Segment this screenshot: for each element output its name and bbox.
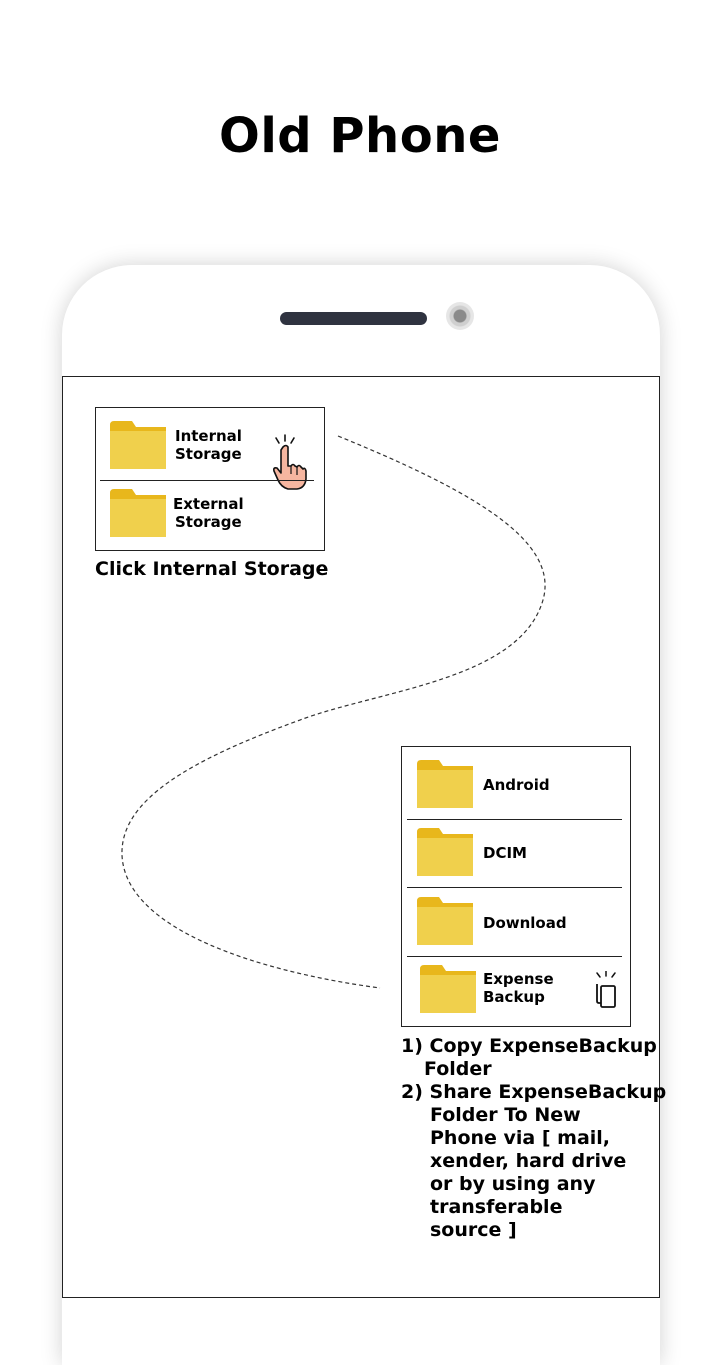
folder-icon bbox=[110, 489, 166, 537]
step2-line1: 2) Share ExpenseBackup bbox=[401, 1081, 667, 1103]
storage-panel: Internal Storage External Storage bbox=[95, 407, 325, 551]
step2-line4: xender, hard drive bbox=[430, 1150, 627, 1172]
phone-speaker bbox=[280, 312, 427, 325]
internal-label-line2: Storage bbox=[175, 445, 242, 463]
folder-divider bbox=[407, 819, 622, 820]
folder-icon bbox=[417, 760, 473, 808]
internal-storage-item[interactable]: Internal Storage bbox=[96, 408, 324, 490]
folder-icon bbox=[417, 897, 473, 945]
hand-pointer-icon bbox=[273, 434, 307, 490]
expense-label-line2: Backup bbox=[483, 988, 545, 1006]
step1-line2: Folder bbox=[424, 1058, 492, 1080]
folder-icon bbox=[110, 421, 166, 469]
expense-label-line1: Expense bbox=[483, 970, 554, 988]
folder-label-dcim: DCIM bbox=[483, 844, 527, 862]
folder-item-expense-backup[interactable]: Expense Backup bbox=[402, 957, 630, 1026]
page-title: Old Phone bbox=[219, 108, 501, 164]
folder-label-android: Android bbox=[483, 776, 550, 794]
step2-line2: Folder To New bbox=[430, 1104, 581, 1126]
folder-item-android[interactable]: Android bbox=[402, 747, 630, 819]
external-storage-item[interactable]: External Storage bbox=[96, 481, 324, 550]
external-label-line1: External bbox=[173, 495, 244, 513]
storage-caption: Click Internal Storage bbox=[95, 558, 329, 580]
step2-line7: source ] bbox=[430, 1219, 517, 1241]
folder-icon bbox=[420, 965, 476, 1013]
folder-item-dcim[interactable]: DCIM bbox=[402, 820, 630, 887]
folder-divider bbox=[407, 956, 622, 957]
folder-icon bbox=[417, 828, 473, 876]
connector-path bbox=[121, 435, 546, 989]
step2-line5: or by using any bbox=[430, 1173, 596, 1195]
copy-icon[interactable] bbox=[592, 971, 620, 1009]
camera-icon bbox=[446, 302, 474, 330]
folder-item-download[interactable]: Download bbox=[402, 888, 630, 956]
storage-divider bbox=[100, 480, 314, 481]
folders-panel: Android DCIM Download Expense Backup bbox=[401, 746, 631, 1027]
folder-divider bbox=[407, 887, 622, 888]
step2-line6: transferable bbox=[430, 1196, 563, 1218]
step2-line3: Phone via [ mail, bbox=[430, 1127, 611, 1149]
instructions: 1) Copy ExpenseBackup Folder 2) Share Ex… bbox=[401, 1035, 666, 1242]
step1-line1: 1) Copy ExpenseBackup bbox=[401, 1035, 657, 1057]
folder-label-download: Download bbox=[483, 914, 567, 932]
internal-label-line1: Internal bbox=[175, 427, 242, 445]
external-label-line2: Storage bbox=[175, 513, 242, 531]
